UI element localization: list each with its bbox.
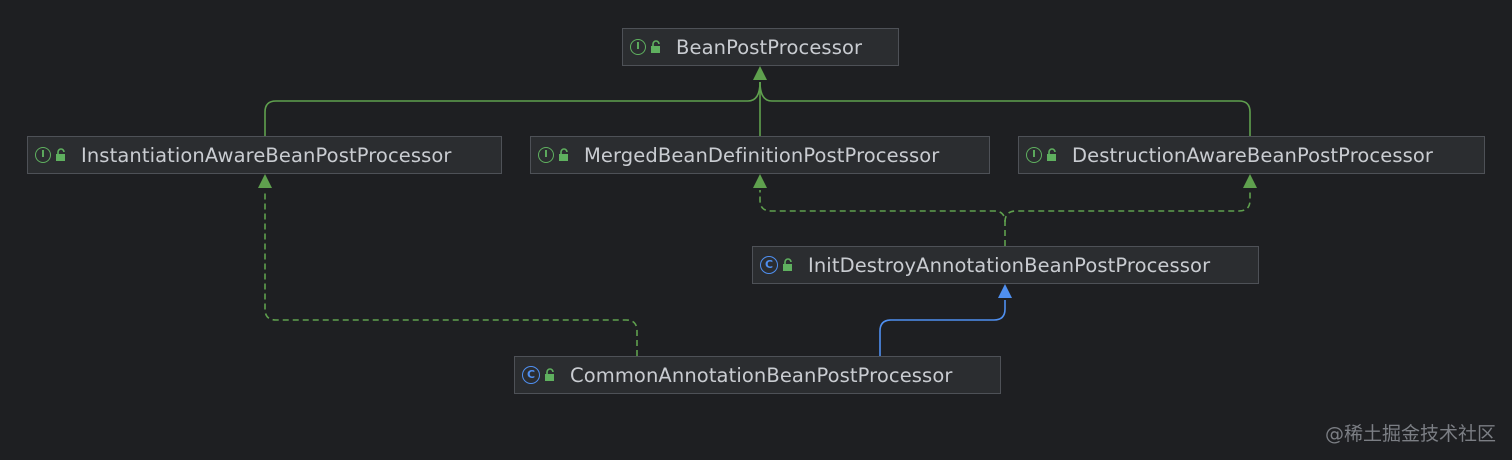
class-icon: C xyxy=(760,256,778,274)
edge-instantiation-to-bean-post-processor xyxy=(264,81,761,136)
arrow-head-merged xyxy=(753,174,767,188)
node-label: CommonAnnotationBeanPostProcessor xyxy=(570,363,953,387)
node-destruction-aware-bean-post-processor[interactable]: I DestructionAwareBeanPostProcessor xyxy=(1018,136,1485,174)
arrow-head-destruction xyxy=(1243,174,1257,188)
arrow-head-init-destroy xyxy=(998,284,1012,298)
node-label: BeanPostProcessor xyxy=(676,35,863,59)
interface-icon: I xyxy=(1026,147,1042,163)
watermark: @稀土掘金技术社区 xyxy=(1324,423,1496,445)
node-instantiation-aware-bean-post-processor[interactable]: I InstantiationAwareBeanPostProcessor xyxy=(27,136,502,174)
node-common-annotation-bean-post-processor[interactable]: C CommonAnnotationBeanPostProcessor xyxy=(514,356,1001,394)
unlocked-icon xyxy=(559,148,568,161)
node-merged-bean-definition-post-processor[interactable]: I MergedBeanDefinitionPostProcessor xyxy=(530,136,990,174)
node-label: MergedBeanDefinitionPostProcessor xyxy=(584,143,940,167)
arrow-head-instantiation xyxy=(258,174,272,188)
node-label: InstantiationAwareBeanPostProcessor xyxy=(81,143,452,167)
unlocked-icon xyxy=(545,368,554,381)
unlocked-icon xyxy=(56,148,65,161)
edge-destruction-to-bean-post-processor xyxy=(759,81,1251,136)
interface-icon: I xyxy=(538,147,554,163)
edge-common-to-init-destroy xyxy=(879,300,1006,356)
edge-init-destroy-to-merged xyxy=(759,190,1006,246)
unlocked-icon xyxy=(1047,148,1056,161)
unlocked-icon xyxy=(783,258,792,271)
edge-init-destroy-to-destruction xyxy=(1004,190,1251,223)
node-bean-post-processor[interactable]: I BeanPostProcessor xyxy=(622,28,899,66)
interface-icon: I xyxy=(35,147,51,163)
edge-common-to-instantiation xyxy=(264,190,638,356)
node-label: InitDestroyAnnotationBeanPostProcessor xyxy=(808,253,1211,277)
class-icon: C xyxy=(522,366,540,384)
node-label: DestructionAwareBeanPostProcessor xyxy=(1072,143,1434,167)
node-init-destroy-annotation-bean-post-processor[interactable]: C InitDestroyAnnotationBeanPostProcessor xyxy=(752,246,1259,284)
unlocked-icon xyxy=(651,40,660,53)
interface-icon: I xyxy=(630,39,646,55)
arrow-head-bean-post-processor xyxy=(753,66,767,80)
